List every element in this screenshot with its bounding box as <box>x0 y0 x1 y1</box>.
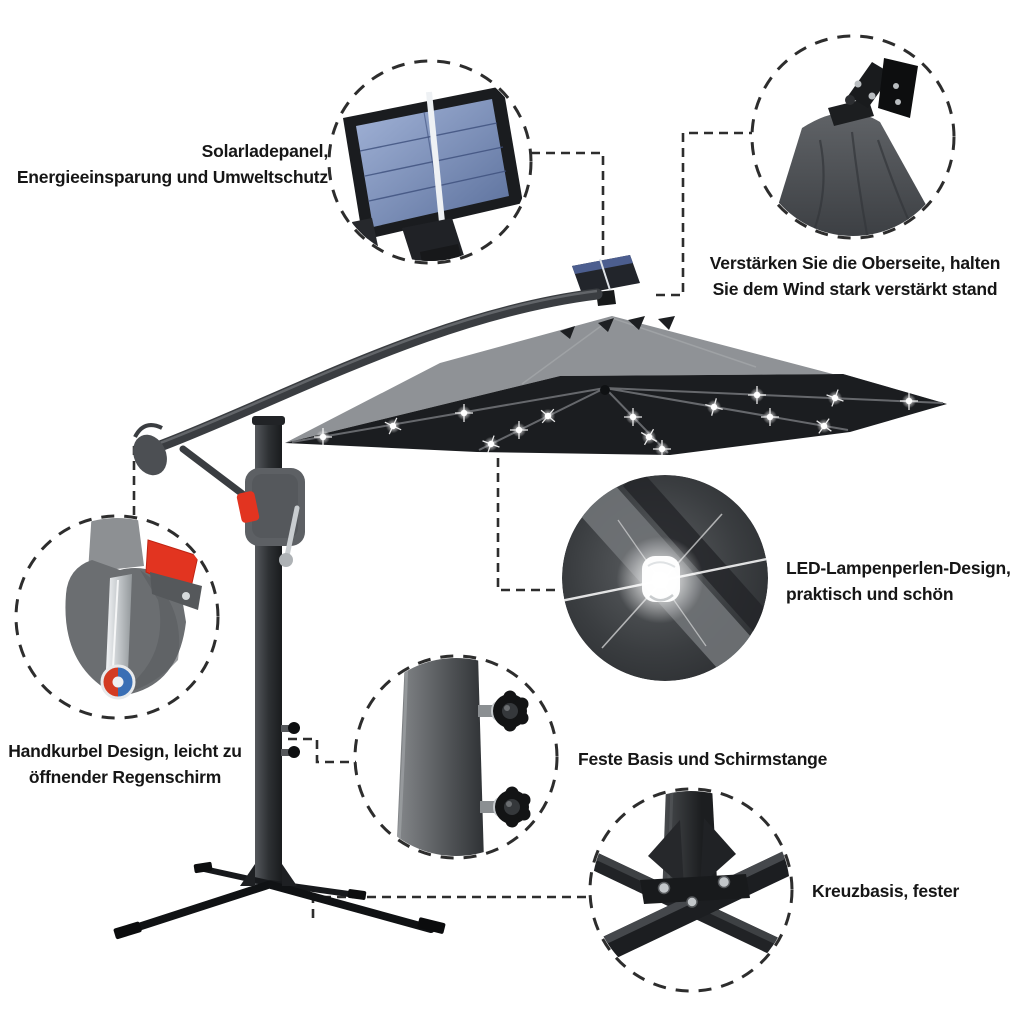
pole-knobs <box>281 722 300 758</box>
label-line: LED-Lampenperlen-Design, <box>786 558 1011 578</box>
led-inset <box>562 475 768 681</box>
canopy-underside <box>285 374 947 455</box>
crank-inset <box>14 514 220 720</box>
label-line: Solarladepanel, <box>201 141 329 161</box>
connector-crank <box>132 442 162 516</box>
crank-photo <box>65 518 202 700</box>
connector-led <box>496 458 561 592</box>
canopy-top-inset <box>750 34 956 240</box>
crank-assembly <box>236 468 305 567</box>
star-knob-upper <box>478 690 529 732</box>
label-line: Kreuzbasis, fester <box>812 881 960 901</box>
pole-photo <box>396 658 531 856</box>
star-knob-lower <box>480 786 531 828</box>
label-line: öffnender Regenschirm <box>28 767 222 787</box>
canopy-hub <box>600 385 610 395</box>
cross-base <box>113 861 446 940</box>
led-label: LED-Lampenperlen-Design, praktisch und s… <box>786 555 1021 607</box>
base-photo <box>592 791 790 964</box>
label-line: Sie dem Wind stark verstärkt stand <box>712 279 998 299</box>
label-line: praktisch und schön <box>786 584 954 604</box>
pole-inset-border <box>353 654 559 860</box>
connector-solar <box>531 151 605 288</box>
base-inset-border <box>588 787 794 993</box>
red-strap <box>236 491 260 523</box>
base-label: Kreuzbasis, fester <box>812 878 1012 904</box>
connector-canopy-top <box>656 131 752 297</box>
cantilever-arm <box>154 288 603 452</box>
pole-label: Feste Basis und Schirmstange <box>578 746 838 772</box>
crank-label: Handkurbel Design, leicht zu öffnender R… <box>6 738 244 790</box>
base-inset <box>588 787 794 993</box>
solar-panel-label: Solarladepanel, Energieeinsparung und Um… <box>14 138 328 190</box>
arm-end-cap <box>133 423 167 476</box>
canopy-top-label: Verstärken Sie die Oberseite, halten Sie… <box>690 250 1020 302</box>
solar-panel-inset <box>327 59 533 265</box>
solar-panel-photo <box>343 86 523 261</box>
pole-inset <box>353 654 559 860</box>
canopy-valance <box>560 316 675 339</box>
umbrella <box>113 255 947 940</box>
canopy-top-photo <box>768 58 940 236</box>
label-line: Energieeinsparung und Umweltschutz <box>16 167 328 187</box>
label-line: Verstärken Sie die Oberseite, halten <box>709 253 1001 273</box>
solar-inset-border <box>327 59 533 265</box>
label-line: Handkurbel Design, leicht zu <box>8 741 242 761</box>
canopy-top-inset-border <box>750 34 956 240</box>
canopy-top-surface <box>285 316 947 443</box>
label-line: Feste Basis und Schirmstange <box>578 749 828 769</box>
led-photo <box>562 475 768 681</box>
crank-inset-border <box>14 514 220 720</box>
